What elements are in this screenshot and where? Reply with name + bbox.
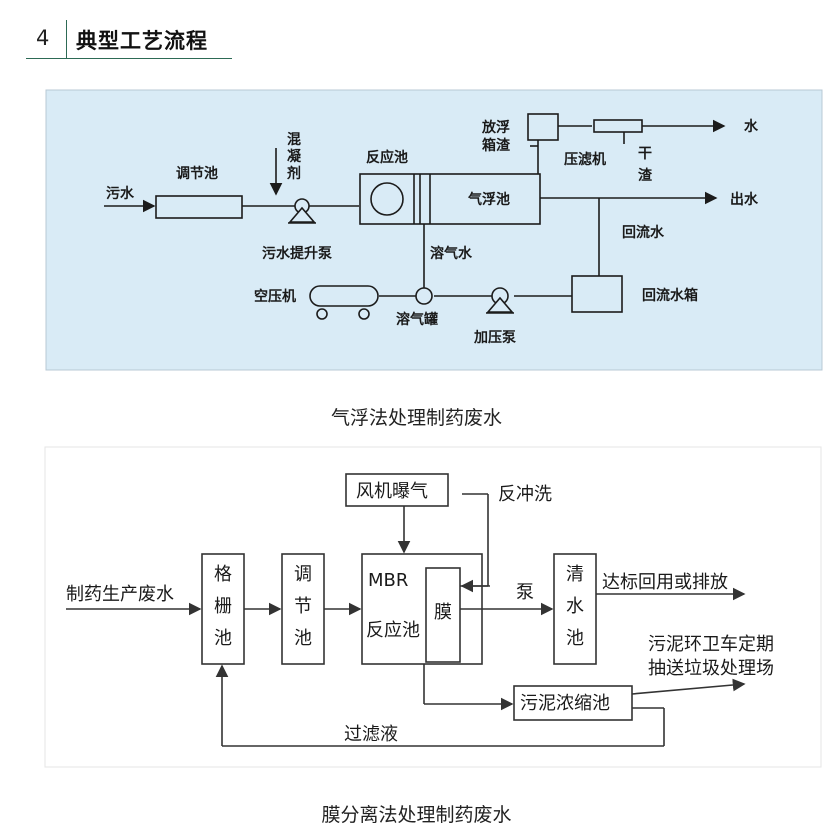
d2-sludge-transport-2: 抽送垃圾处理场 <box>648 658 774 679</box>
d1-return-water: 回流水 <box>622 224 665 241</box>
d1-air-compressor: 空压机 <box>254 288 296 305</box>
d1-dissolved-air-tank: 溶气罐 <box>396 311 438 328</box>
d1-water: 水 <box>744 118 759 135</box>
d1-flotation-tank: 气浮池 <box>467 191 510 208</box>
d1-dissolved-air-water: 溶气水 <box>430 245 473 262</box>
membrane-diagram: 制药生产废水 格 栅 池 调 节 池 MBR 反应池 膜 风机曝气 反冲洗 泵 … <box>44 446 822 768</box>
d2-discharge: 达标回用或排放 <box>602 572 728 593</box>
d1-scum-2: 箱渣 <box>482 137 511 154</box>
d1-coagulant-3: 剂 <box>287 165 301 182</box>
d2-aeration: 风机曝气 <box>356 481 428 502</box>
air-compressor-body <box>309 285 379 307</box>
d1-dry-slag-1: 干 <box>638 146 652 162</box>
d2-reaction: 反应池 <box>366 620 420 641</box>
d2-input: 制药生产废水 <box>66 584 174 605</box>
d1-dry-slag-2: 渣 <box>638 167 653 184</box>
d2-adjust-1: 调 <box>294 564 312 585</box>
d2-adjust-3: 池 <box>294 628 312 649</box>
d1-lift-pump: 污水提升泵 <box>262 245 332 262</box>
d1-outflow: 出水 <box>730 191 759 208</box>
d2-clear-1: 清 <box>566 564 584 585</box>
d1-wastewater: 污水 <box>106 185 135 202</box>
reaction-mixer-circle <box>370 182 404 216</box>
sludge-tank-box <box>513 685 633 721</box>
d1-reaction-tank: 反应池 <box>366 149 408 166</box>
d2-adjust-2: 节 <box>294 596 312 617</box>
d1-scum-1: 放浮 <box>481 119 510 136</box>
d1-adjust-tank: 调节池 <box>176 165 218 182</box>
d2-backwash: 反冲洗 <box>498 484 552 505</box>
d2-clear-3: 池 <box>566 628 584 649</box>
diagram2-background <box>44 446 822 768</box>
section-number: 4 <box>36 26 50 50</box>
d2-grille-3: 池 <box>214 628 232 649</box>
d2-sludge-tank: 污泥浓缩池 <box>520 693 610 714</box>
return-tank-box <box>571 275 623 313</box>
lift-pump-base <box>288 206 316 223</box>
flotation-caption: 气浮法处理制药废水 <box>330 407 502 429</box>
d1-return-tank: 回流水箱 <box>642 287 698 304</box>
filter-press-box <box>593 119 643 133</box>
d2-grille-1: 格 <box>214 564 232 585</box>
section-title: 典型工艺流程 <box>76 29 208 53</box>
d1-filter-press: 压滤机 <box>564 151 606 168</box>
d2-membrane: 膜 <box>434 602 452 623</box>
clear-tank-box <box>553 553 597 665</box>
adjust-tank-box <box>155 195 243 219</box>
d2-grille-2: 栅 <box>214 596 232 617</box>
header-divider <box>66 20 67 58</box>
d2-clear-2: 水 <box>566 596 584 617</box>
d1-coagulant-2: 凝 <box>287 149 302 165</box>
d2-pump: 泵 <box>516 582 534 603</box>
aeration-box <box>345 473 449 507</box>
membrane-box <box>425 567 461 663</box>
d2-filtrate: 过滤液 <box>344 724 398 745</box>
section-header: 4 典型工艺流程 <box>26 18 232 59</box>
d2-sludge-transport-1: 污泥环卫车定期 <box>648 634 774 655</box>
diagram1-background <box>45 89 823 371</box>
d1-coagulant-1: 混 <box>287 132 301 148</box>
scum-box <box>527 113 559 141</box>
membrane-caption: 膜分离法处理制药废水 <box>321 804 512 826</box>
dissolved-air-tank-circle <box>415 287 433 305</box>
flotation-diagram: 污水 调节池 混 凝 剂 反应池 气浮池 放浮 箱渣 压滤机 干 渣 水 出水 … <box>45 89 823 371</box>
d1-pressure-pump: 加压泵 <box>473 330 516 346</box>
d2-mbr: MBR <box>368 570 408 591</box>
